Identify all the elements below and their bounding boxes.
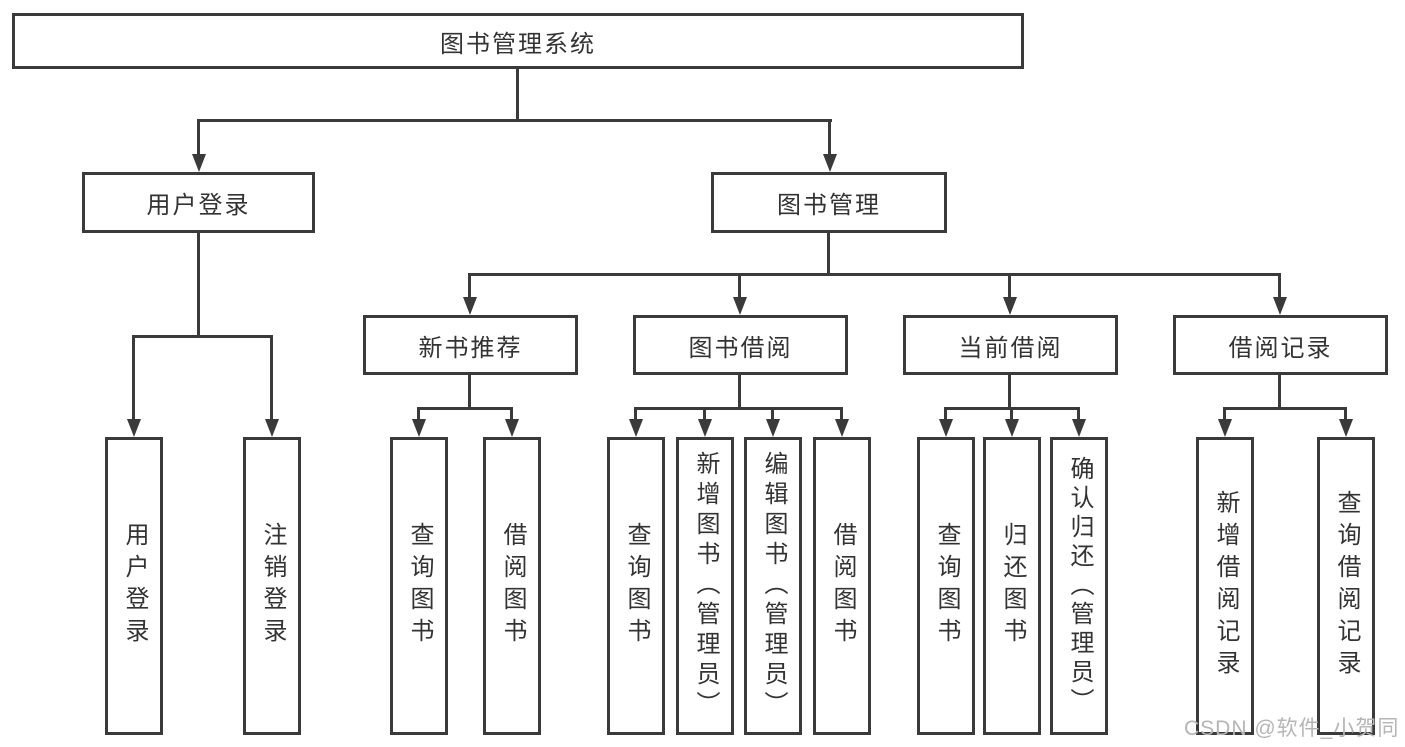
connector-leaf-stem <box>944 407 947 422</box>
arrowhead-down-icon <box>835 419 849 437</box>
connector-leaf-stem <box>771 407 774 422</box>
arrowhead-down-icon <box>1005 419 1019 437</box>
arrowhead-down-icon <box>1003 297 1017 315</box>
node-label: 查询图书 <box>933 522 960 650</box>
arrowhead-down-icon <box>463 297 477 315</box>
arrowhead-down-icon <box>939 419 953 437</box>
node-leaf-add-borrow-record: 新增借阅记录 <box>1196 437 1254 735</box>
connector-leaf-stem <box>417 407 420 422</box>
arrowhead-down-icon <box>192 154 206 172</box>
arrowhead-down-icon <box>1339 419 1353 437</box>
connector-leaf-stem <box>840 407 843 422</box>
connector-leaf-stem <box>634 407 637 422</box>
node-label: 新书推荐 <box>418 334 523 362</box>
node-root: 图书管理系统 <box>12 13 1024 69</box>
arrowhead-down-icon <box>1072 419 1086 437</box>
connector-current-borrow-down <box>1008 375 1011 409</box>
node-leaf-logout: 注销登录 <box>243 437 301 735</box>
connector-user-login-stem <box>197 119 200 156</box>
arrowhead-down-icon <box>733 297 747 315</box>
node-borrow-record: 借阅记录 <box>1173 315 1388 375</box>
connector-leaf-stem <box>270 335 273 421</box>
connector-level2-stem <box>1278 273 1281 299</box>
node-leaf-query-borrow-record: 查询借阅记录 <box>1317 437 1375 735</box>
arrowhead-down-icon <box>127 419 141 437</box>
arrowhead-down-icon <box>412 419 426 437</box>
connector-leaf-stem <box>1344 407 1347 422</box>
arrowhead-down-icon <box>265 419 279 437</box>
connector-leaf-stem <box>510 407 513 422</box>
csdn-watermark: CSDN @软件_小贺同学 <box>1184 717 1400 740</box>
node-label: 确认归还（管理员） <box>1066 455 1093 717</box>
node-label: 借阅图书 <box>829 522 856 650</box>
node-leaf-borrow-book-borrow: 借阅图书 <box>813 437 871 735</box>
connector-leaf-stem <box>703 407 706 422</box>
connector-leaf-stem <box>1077 407 1080 422</box>
connector-borrow-record-down <box>1278 375 1281 409</box>
connector-new-book-rec-hbar <box>417 407 513 410</box>
connector-user-login-hbar <box>132 335 273 338</box>
node-leaf-query-book-new: 查询图书 <box>390 437 448 735</box>
node-label: 图书借阅 <box>688 334 793 362</box>
arrowhead-down-icon <box>698 419 712 437</box>
node-label: 查询借阅记录 <box>1333 490 1360 682</box>
node-label: 编辑图书（管理员） <box>760 451 787 721</box>
node-leaf-borrow-book-new: 借阅图书 <box>483 437 541 735</box>
node-label: 借阅记录 <box>1228 334 1333 362</box>
node-label: 新增借阅记录 <box>1212 490 1239 682</box>
arrowhead-down-icon <box>766 419 780 437</box>
node-label: 归还图书 <box>999 522 1026 650</box>
node-label: 用户登录 <box>121 522 148 650</box>
arrowhead-down-icon <box>1273 297 1287 315</box>
node-book-borrow: 图书借阅 <box>633 315 848 375</box>
connector-book-borrow-hbar <box>634 407 843 410</box>
connector-book-mgmt-stem <box>828 119 831 156</box>
connector-book-mgmt-down <box>827 233 830 275</box>
connector-level2-stem <box>1008 273 1011 299</box>
arrowhead-down-icon <box>1218 419 1232 437</box>
connector-new-book-rec-down <box>468 375 471 409</box>
node-current-borrow: 当前借阅 <box>903 315 1118 375</box>
node-leaf-edit-book: 编辑图书（管理员） <box>744 437 802 735</box>
arrowhead-down-icon <box>629 419 643 437</box>
connector-level2-stem <box>738 273 741 299</box>
arrowhead-down-icon <box>505 419 519 437</box>
node-user-login: 用户登录 <box>82 172 315 233</box>
node-label: 新增图书（管理员） <box>692 451 719 721</box>
node-label: 当前借阅 <box>958 334 1063 362</box>
node-label: 图书管理 <box>777 192 881 219</box>
connector-borrow-record-hbar <box>1223 407 1347 410</box>
node-new-book-rec: 新书推荐 <box>363 315 578 375</box>
connector-root-stem <box>516 68 519 121</box>
connector-book-mgmt-hbar <box>468 273 1281 276</box>
connector-root-hbar <box>198 119 832 122</box>
node-leaf-add-book: 新增图书（管理员） <box>676 437 734 735</box>
node-leaf-query-book-borrow: 查询图书 <box>607 437 665 735</box>
node-label: 图书管理系统 <box>440 30 596 58</box>
node-label: 注销登录 <box>259 522 286 650</box>
node-leaf-return-book: 归还图书 <box>983 437 1041 735</box>
connector-level2-stem <box>468 273 471 299</box>
connector-leaf-stem <box>132 335 135 421</box>
node-leaf-user-login: 用户登录 <box>105 437 163 735</box>
node-leaf-query-book-current: 查询图书 <box>917 437 975 735</box>
node-book-mgmt: 图书管理 <box>711 172 947 233</box>
connector-user-login-down <box>197 233 200 337</box>
node-leaf-confirm-return: 确认归还（管理员） <box>1050 437 1108 735</box>
connector-leaf-stem <box>1010 407 1013 422</box>
arrowhead-down-icon <box>823 154 837 172</box>
node-label: 查询图书 <box>406 522 433 650</box>
connector-leaf-stem <box>1223 407 1226 422</box>
node-label: 用户登录 <box>146 192 251 219</box>
connector-book-borrow-down <box>738 375 741 409</box>
node-label: 查询图书 <box>623 522 650 650</box>
node-label: 借阅图书 <box>499 522 526 650</box>
